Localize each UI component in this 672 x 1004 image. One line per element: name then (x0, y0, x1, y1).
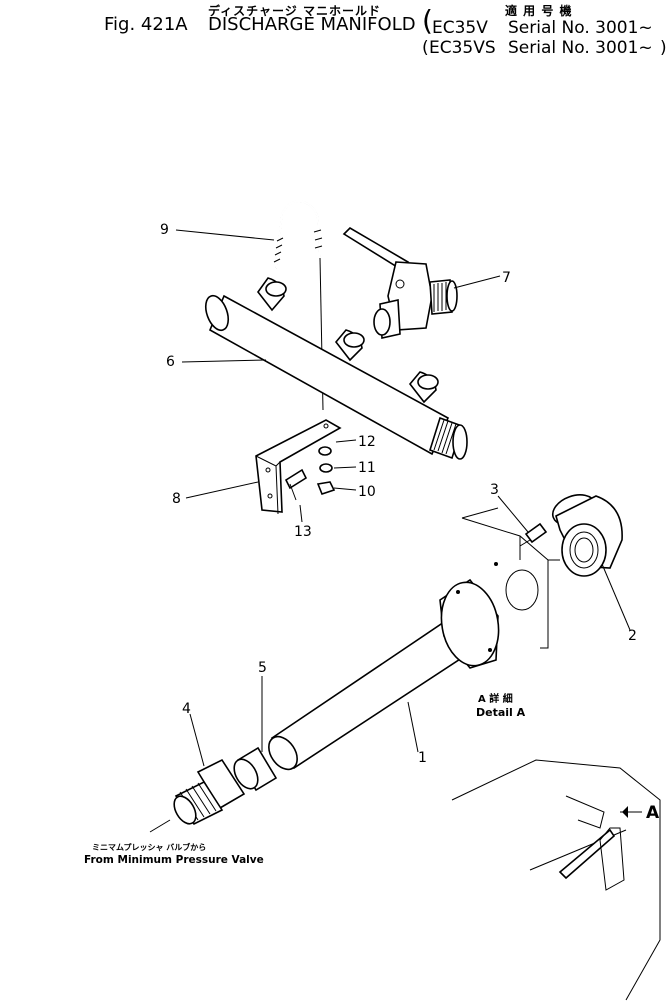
figure-title: DISCHARGE MANIFOLD (208, 14, 416, 35)
applicability-label: 適 用 号 機 (505, 4, 573, 18)
callout-numbers: 1 2 3 4 5 6 7 8 9 10 11 12 13 (160, 222, 637, 766)
title-japanese: ディスチャージ マニホールド (208, 4, 381, 18)
model-name: EC35V (432, 18, 488, 38)
part-bracket (255, 419, 342, 515)
callout-11: 11 (358, 460, 376, 476)
callout-3: 3 (490, 482, 499, 498)
serial-range: Serial No. 3001~ (508, 18, 653, 38)
callout-7: 7 (502, 270, 511, 286)
part-flanged-pipe (268, 578, 500, 771)
part-bolt (494, 522, 548, 566)
paren-open: ( (422, 4, 433, 37)
callout-1: 1 (418, 750, 427, 766)
figure-number: Fig. 421A (104, 14, 188, 35)
detail-label: Detail A (476, 706, 526, 719)
callout-2: 2 (628, 628, 637, 644)
part-elbow (551, 494, 623, 577)
paren-open: ( (422, 38, 429, 58)
part-hardware-small (284, 446, 336, 501)
part-ball-valve (342, 226, 458, 339)
callout-6: 6 (166, 354, 175, 370)
serial-range: Serial No. 3001~ (508, 38, 653, 58)
part-mounting-plate (461, 507, 560, 649)
source-note-jp: ミニマムプレッシャ バルブから (92, 842, 206, 852)
callout-13: 13 (294, 524, 312, 540)
part-ring (233, 746, 278, 792)
callout-4: 4 (182, 701, 191, 717)
paren-close: ) (660, 38, 667, 58)
leader-lines (149, 229, 642, 833)
detail-a-inset (451, 759, 661, 1001)
part-adapter (173, 758, 246, 826)
part-manifold-pipe (204, 277, 468, 460)
callout-10: 10 (358, 484, 376, 500)
callout-12: 12 (358, 434, 376, 450)
detail-marker: A (646, 803, 660, 823)
source-note: From Minimum Pressure Valve (84, 854, 264, 866)
callout-8: 8 (172, 491, 181, 507)
detail-label-jp: A 詳 細 (478, 692, 513, 705)
model-name: EC35VS (429, 38, 496, 58)
callout-9: 9 (160, 222, 169, 238)
callout-5: 5 (258, 660, 267, 676)
